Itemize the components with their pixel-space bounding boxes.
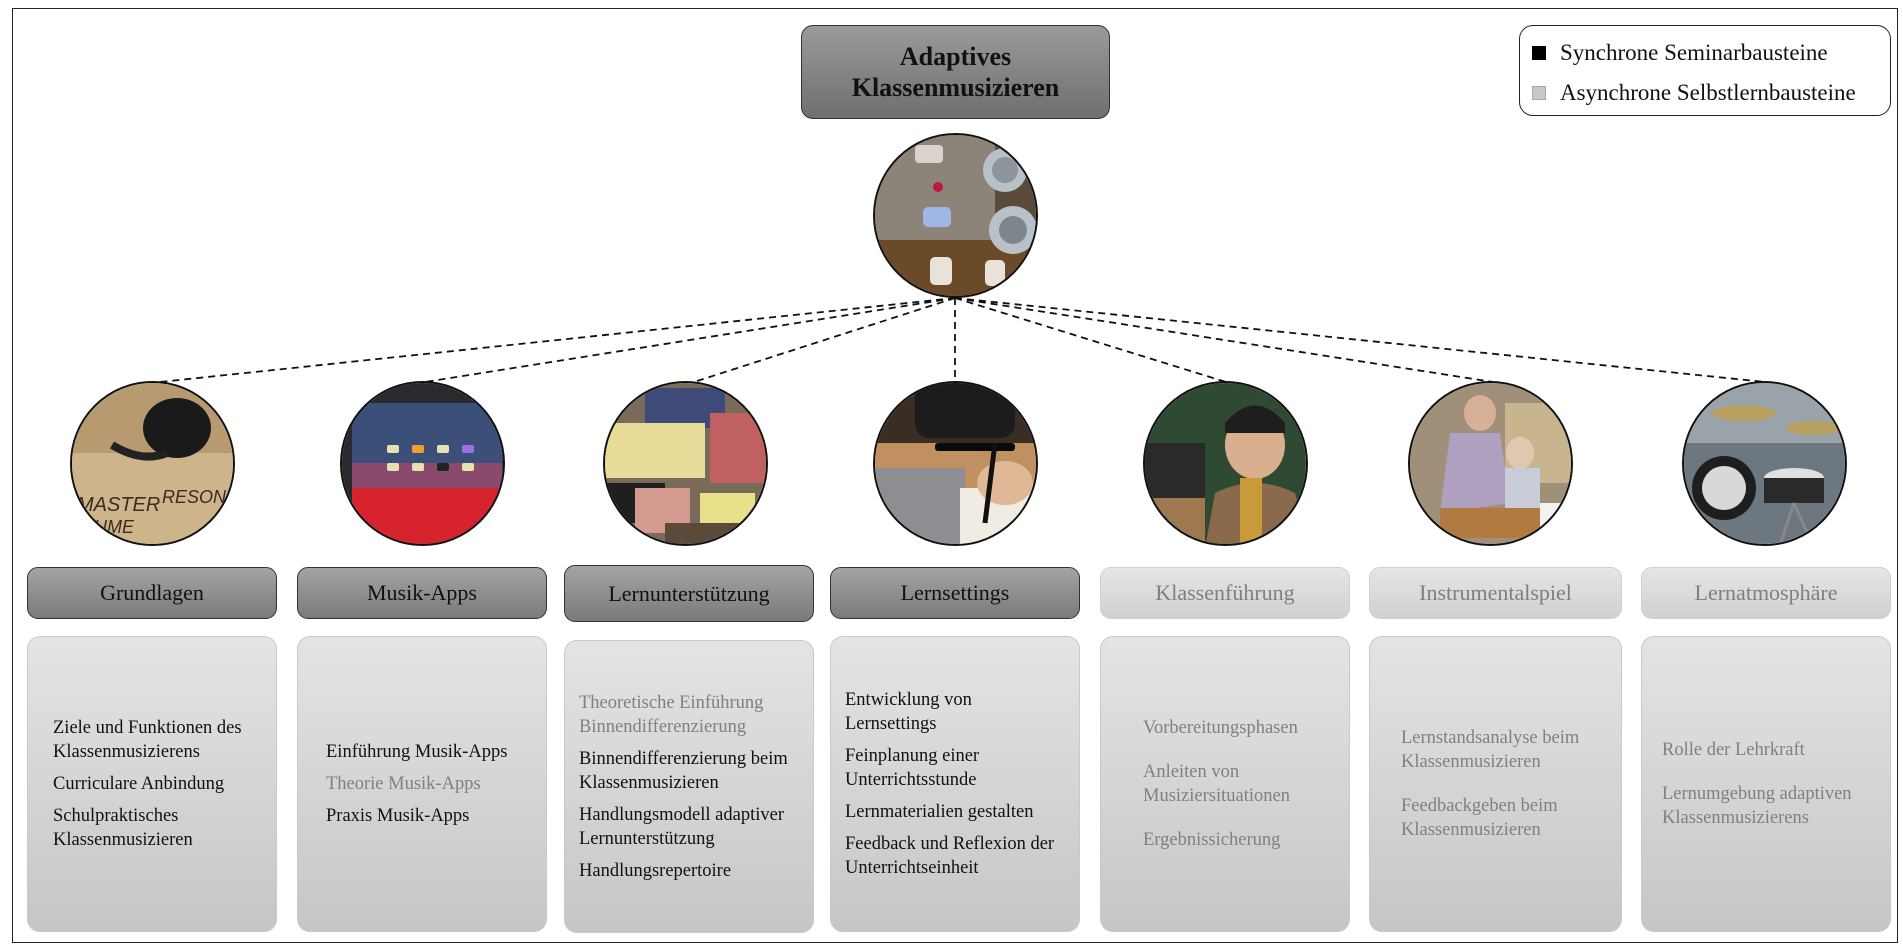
list-item: Entwicklung von Lernsettings: [845, 690, 972, 734]
module-panel-grundlagen: Ziele und Funktionen des Klassenmusizier…: [27, 636, 277, 932]
list-item: Theorie Musik-Apps: [326, 774, 481, 794]
list-item: Einführung Musik-Apps: [326, 742, 508, 762]
list-item: Theoretische Einführung Binnendifferenzi…: [579, 692, 764, 737]
legend-item-sync: Synchrone Seminarbausteine: [1532, 40, 1828, 66]
master-volume-photo: MASTER RESONANC LUME: [70, 381, 235, 546]
module-panel-lernatmosphaere: Rolle der Lehrkraft Lernumgebung adaptiv…: [1641, 636, 1891, 932]
connector-musik-apps: [424, 297, 956, 383]
writing-at-laptop-photo: [873, 381, 1038, 546]
svg-text:RESONANC: RESONANC: [162, 487, 235, 507]
module-header-grundlagen: Grundlagen: [27, 567, 277, 619]
teacher-portrait-photo: [1143, 381, 1308, 546]
audio-interface-photo: [873, 133, 1038, 298]
list-item: Praxis Musik-Apps: [326, 806, 470, 826]
connector-grundlagen: [159, 297, 956, 383]
tablet-apps-photo: [340, 381, 505, 546]
list-item: Lernstandsanalyse beim Klassenmusizieren: [1401, 728, 1580, 772]
module-header-musik-apps: Musik-Apps: [297, 567, 547, 619]
list-item: Lernmaterialien gestalten: [845, 802, 1034, 822]
module-panel-lernunterstuetzung: Theoretische Einführung Binnendifferenzi…: [564, 640, 814, 933]
list-item: Vorbereitungsphasen: [1143, 718, 1298, 738]
connector-lernatmosphaere: [954, 297, 1766, 383]
legend-swatch-sync: [1532, 46, 1546, 60]
title-line-2: Klassenmusizieren: [851, 73, 1060, 102]
list-item: Rolle der Lehrkraft: [1662, 740, 1805, 760]
list-item: Schulpraktisches Klassenmusizieren: [53, 806, 193, 850]
connector-lernunterstuetzung: [693, 297, 956, 383]
module-panel-klassenfuehrung: Vorbereitungsphasen Anleiten von Musizie…: [1100, 636, 1350, 932]
module-header-lernatmosphaere: Lernatmosphäre: [1641, 567, 1891, 619]
legend-swatch-async: [1532, 86, 1546, 100]
module-header-lernsettings: Lernsettings: [830, 567, 1080, 619]
module-panel-lernsettings: Entwicklung von Lernsettings Feinplanung…: [830, 636, 1080, 932]
diagram-frame: [12, 8, 1898, 943]
title-box: Adaptives Klassenmusizieren: [801, 25, 1110, 119]
module-panel-instrumentalspiel: Lernstandsanalyse beim Klassenmusizieren…: [1369, 636, 1622, 932]
legend-label-async: Asynchrone Selbstlernbausteine: [1560, 80, 1856, 105]
xylophone-lesson-photo: [1408, 381, 1573, 546]
svg-text:MASTER: MASTER: [77, 494, 160, 516]
module-header-klassenfuehrung: Klassenführung: [1100, 567, 1350, 619]
connector-klassenfuehrung: [954, 297, 1227, 383]
list-item: Curriculare Anbindung: [53, 774, 225, 794]
list-item: Handlungsmodell adaptiver Lernunterstütz…: [579, 804, 784, 849]
drum-set-photo: [1682, 381, 1847, 546]
legend-item-async: Asynchrone Selbstlernbausteine: [1532, 80, 1856, 106]
list-item: Handlungsrepertoire: [579, 860, 732, 881]
legend-label-sync: Synchrone Seminarbausteine: [1560, 40, 1828, 65]
title-line-1: Adaptives: [899, 42, 1012, 71]
module-header-lernunterstuetzung: Lernunterstützung: [564, 565, 814, 622]
list-item: Ziele und Funktionen des Klassenmusizier…: [53, 718, 242, 762]
connector-instrumentalspiel: [954, 297, 1494, 383]
list-item: Binnendifferenzierung beim Klassenmusizi…: [579, 748, 788, 793]
module-panel-musik-apps: Einführung Musik-Apps Theorie Musik-Apps…: [297, 636, 547, 932]
module-header-instrumentalspiel: Instrumentalspiel: [1369, 567, 1622, 619]
list-item: Ergebnissicherung: [1143, 830, 1281, 850]
list-item: Feedbackgeben beim Klassenmusizieren: [1401, 796, 1558, 840]
building-blocks-photo: [603, 381, 768, 546]
list-item: Feedback und Reflexion der Unterrichtsei…: [845, 834, 1055, 878]
list-item: Lernumgebung adaptiven Klassenmusizieren…: [1662, 784, 1852, 828]
list-item: Feinplanung einer Unterrichtsstunde: [845, 746, 980, 790]
list-item: Anleiten von Musiziersituationen: [1143, 762, 1290, 806]
legend: Synchrone Seminarbausteine Asynchrone Se…: [1519, 25, 1891, 116]
